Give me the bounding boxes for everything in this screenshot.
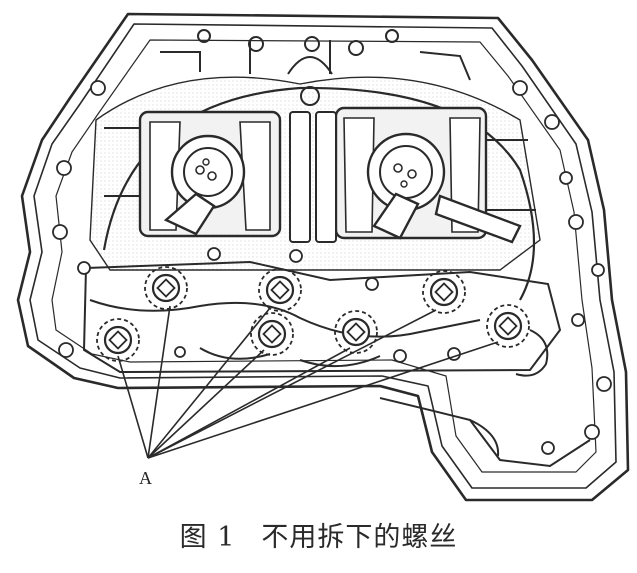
transmission-housing-diagram: A bbox=[16, 12, 630, 502]
top-ribs bbox=[160, 29, 471, 106]
center-ribs bbox=[104, 111, 536, 243]
left-pump-gear bbox=[138, 110, 282, 238]
bolt-icon bbox=[258, 268, 302, 312]
bolt-icon bbox=[422, 270, 466, 314]
bolt-icon bbox=[486, 304, 530, 348]
bolt-icon bbox=[334, 310, 378, 354]
leader-lines bbox=[117, 305, 499, 459]
callout-label-a: A bbox=[139, 468, 152, 488]
figure-caption-text: 不用拆下的螺丝 bbox=[261, 522, 458, 553]
figure-caption: 图 1 不用拆下的螺丝 bbox=[0, 515, 637, 554]
bolt-icon bbox=[144, 266, 188, 310]
figure-number: 图 1 bbox=[179, 522, 236, 553]
bolt-icon bbox=[250, 312, 294, 356]
bolt-icon bbox=[96, 318, 140, 362]
right-pump-gear bbox=[334, 106, 522, 244]
